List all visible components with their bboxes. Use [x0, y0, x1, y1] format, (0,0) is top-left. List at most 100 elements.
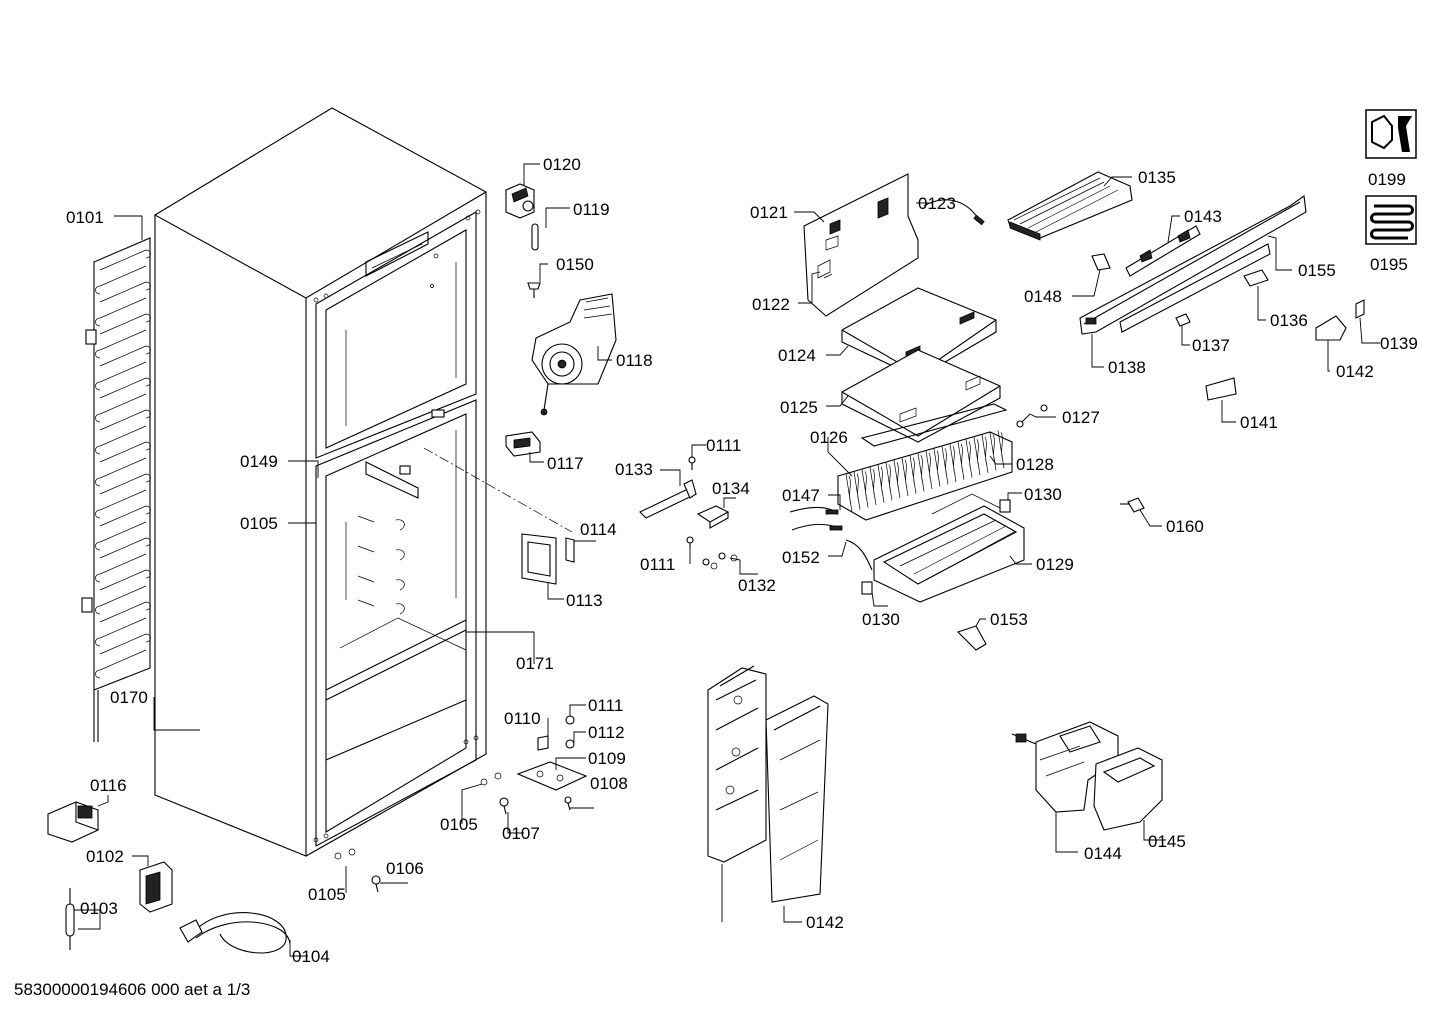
- screw-0106: [371, 875, 381, 893]
- part-label: 0111: [588, 696, 623, 715]
- part-label: 0126: [810, 428, 848, 447]
- fan-unit-0118: [531, 293, 617, 416]
- part-label: 0195: [1370, 255, 1408, 274]
- plate-0125: [841, 349, 1008, 447]
- plug-connector-0102: [139, 861, 173, 913]
- part-label: 0111: [706, 436, 741, 455]
- part-label: 0138: [1108, 358, 1146, 377]
- evaporator-cover-0121: [803, 173, 919, 317]
- thermal-fuse-0103: [65, 888, 75, 950]
- hinge-bottom-0109: [516, 761, 588, 791]
- power-cord-0104: [179, 912, 291, 954]
- part-label: 0121: [750, 203, 788, 222]
- wire-0123: [923, 199, 985, 226]
- control-housing-0135: [1007, 171, 1133, 241]
- part-label: 0111: [640, 555, 675, 574]
- control-board-0143: [1125, 225, 1201, 277]
- condenser-coil-0101: [81, 237, 151, 742]
- part-label: 0153: [990, 610, 1028, 629]
- part-label: 0105: [308, 885, 346, 904]
- part-label: 0129: [1036, 555, 1074, 574]
- part-label: 0149: [240, 452, 278, 471]
- part-label: 0135: [1138, 168, 1176, 187]
- part-label: 0133: [615, 460, 653, 479]
- part-label: 0171: [516, 654, 554, 673]
- part-label: 0118: [616, 351, 653, 370]
- part-label: 0105: [440, 815, 478, 834]
- part-label: 0137: [1192, 336, 1230, 355]
- part-label: 0120: [543, 155, 581, 174]
- hinge-pin-0119: [531, 223, 539, 251]
- drain-nozzle-0153: [956, 625, 987, 651]
- part-label: 0101: [66, 208, 104, 227]
- part-label: 0143: [1184, 207, 1222, 226]
- bracket-0133: [639, 479, 697, 519]
- document-id-footer: 58300000194606 000 aet a 1/3: [14, 980, 251, 999]
- part-label: 0155: [1298, 261, 1336, 280]
- bracket-0134: [696, 505, 730, 529]
- evaporator-0126: [837, 430, 1013, 521]
- ice-maker-0144: [1011, 721, 1119, 813]
- part-label: 0113: [566, 591, 603, 610]
- part-label: 0134: [712, 479, 750, 498]
- part-label: 0106: [386, 859, 424, 878]
- part-label: 0114: [580, 520, 617, 539]
- part-label: 0110: [504, 709, 541, 728]
- part-label: 0132: [738, 576, 776, 595]
- part-label: 0144: [1084, 844, 1122, 863]
- part-label: 0104: [292, 947, 330, 966]
- part-label: 0124: [778, 346, 816, 365]
- part-label: 0147: [782, 486, 820, 505]
- part-label: 0130: [1024, 485, 1062, 504]
- part-label: 0148: [1024, 287, 1062, 306]
- control-panel-rail-0155: [1079, 195, 1307, 335]
- part-label: 0108: [590, 774, 628, 793]
- part-label: 0107: [502, 824, 540, 843]
- part-label: 0142: [806, 913, 844, 932]
- washers-0105c: [334, 848, 356, 860]
- part-label: 0145: [1148, 832, 1186, 851]
- part-label: 0127: [1062, 408, 1100, 427]
- hinge-cover-0120: [505, 183, 535, 219]
- part-label: 0122: [752, 295, 790, 314]
- part-label: 0130: [862, 610, 900, 629]
- relay-0116: [47, 801, 99, 843]
- center-screws: [686, 456, 738, 570]
- screw-0150: [527, 282, 541, 298]
- part-label: 0141: [1240, 413, 1278, 432]
- sensor-0117: [505, 431, 541, 457]
- part-label: 0116: [90, 776, 127, 795]
- part-label: 0102: [86, 847, 124, 866]
- door-bracket-0142: [707, 665, 829, 903]
- part-label: 0125: [780, 398, 818, 417]
- washers-0105b: [480, 772, 502, 786]
- part-label: 0170: [110, 688, 148, 707]
- leader-lines: [74, 163, 1380, 957]
- part-label: 0105: [240, 514, 278, 533]
- part-labels: 0101 0120 0119 0150 0118 0117 0149 0105 …: [66, 155, 1418, 966]
- part-label: 0160: [1166, 517, 1204, 536]
- part-label: 0199: [1368, 170, 1406, 189]
- bottom-small-parts: [499, 715, 575, 815]
- part-label: 0142: [1336, 362, 1374, 381]
- part-label: 0152: [782, 548, 820, 567]
- lamp-0114: [565, 537, 575, 563]
- lamp-cover-0113: [521, 533, 557, 585]
- part-label: 0150: [556, 255, 594, 274]
- tool-wrench-icon: [1365, 109, 1417, 159]
- part-label: 0117: [547, 454, 584, 473]
- drain-tray-0129: [873, 493, 1025, 603]
- part-label: 0103: [80, 899, 118, 918]
- ice-bin-0145: [1093, 747, 1163, 831]
- switch-0148: [1091, 253, 1111, 271]
- part-label: 0112: [588, 723, 625, 742]
- part-label: 0119: [573, 200, 610, 219]
- part-label: 0139: [1380, 334, 1418, 353]
- part-label: 0128: [1016, 455, 1054, 474]
- part-label: 0109: [588, 749, 626, 768]
- evaporator-coil-icon: [1365, 195, 1417, 245]
- right-small-parts: [1120, 269, 1365, 513]
- heater-wires-0147-0152: [789, 506, 873, 571]
- cabinet-body-0170: [153, 107, 573, 857]
